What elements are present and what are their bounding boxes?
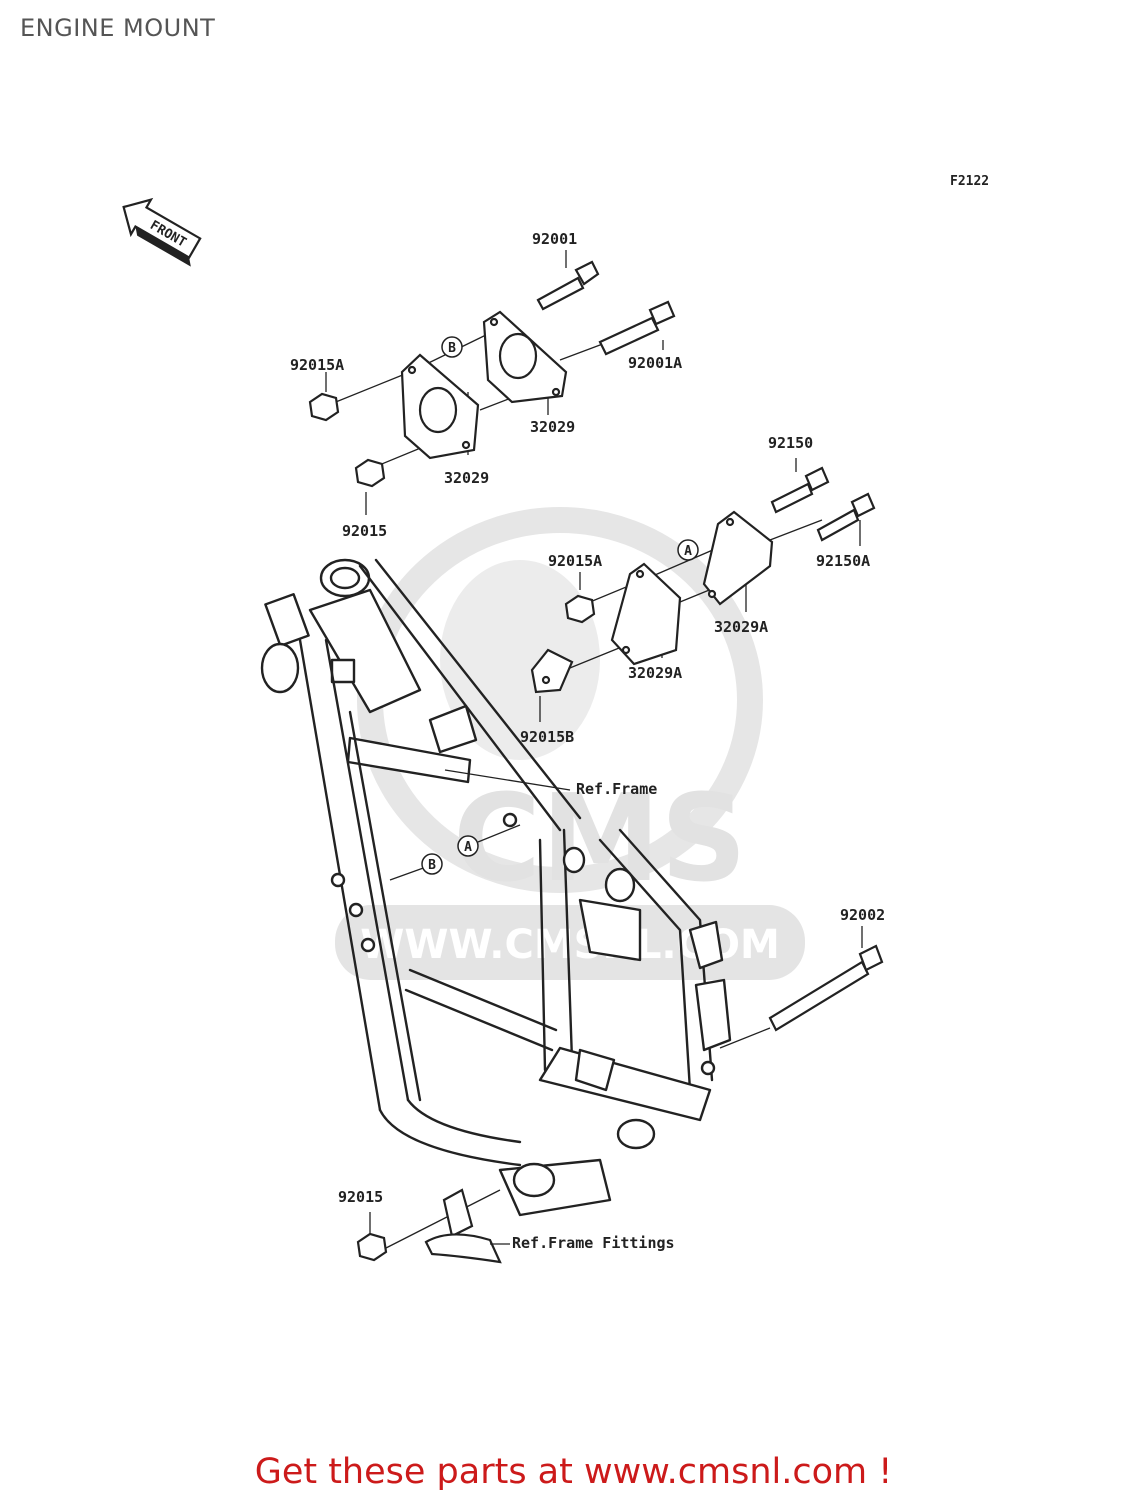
label-92150: 92150 — [768, 434, 813, 452]
label-92001: 92001 — [532, 230, 577, 248]
page-title: ENGINE MOUNT — [20, 14, 216, 42]
plate-32029-left — [400, 353, 480, 460]
call-to-action-link[interactable]: Get these parts at www.cmsnl.com ! — [254, 1452, 893, 1492]
plate-32029-right — [482, 310, 568, 404]
plate-32029A-left — [610, 562, 682, 666]
ref-frame-fittings-label: Ref.Frame Fittings — [512, 1234, 675, 1252]
bolt-92150 — [770, 466, 830, 514]
svg-text:B: B — [448, 341, 456, 356]
label-32029A-a: 32029A — [714, 618, 768, 636]
bolt-92001A — [598, 300, 676, 356]
svg-text:A: A — [464, 840, 472, 855]
ref-frame-label: Ref.Frame — [576, 780, 657, 798]
bolt-92150A — [816, 492, 876, 542]
motorcycle-frame — [260, 558, 732, 1217]
label-32029-a: 32029 — [530, 418, 575, 436]
label-92001A: 92001A — [628, 354, 682, 372]
label-32029A-b: 32029A — [628, 664, 682, 682]
bracket-92015B — [530, 648, 574, 694]
label-92150A: 92150A — [816, 552, 870, 570]
nut-92015A-mid — [564, 594, 596, 624]
nut-92015-bottom — [356, 1232, 388, 1262]
nut-92015A-top — [308, 392, 340, 422]
plate-32029A-right — [702, 510, 774, 606]
marker-b-top: B — [441, 336, 463, 358]
nut-92015-top — [354, 458, 386, 488]
marker-a-frame: A — [457, 835, 479, 857]
label-92002: 92002 — [840, 906, 885, 924]
marker-a-top: A — [677, 539, 699, 561]
figure-code: F2122 — [950, 174, 989, 189]
label-92015A-mid: 92015A — [548, 552, 602, 570]
exploded-parts-diagram: CMS WWW.CMSNL.COM F2122 FRONT — [122, 174, 989, 1264]
label-92015-bottom: 92015 — [338, 1188, 383, 1206]
bolt-92002 — [768, 944, 884, 1032]
label-32029-b: 32029 — [444, 469, 489, 487]
marker-b-frame: B — [421, 853, 443, 875]
svg-text:B: B — [428, 858, 436, 873]
label-92015A-top: 92015A — [290, 356, 344, 374]
label-92015B: 92015B — [520, 728, 574, 746]
bolt-92001 — [536, 260, 600, 311]
bracket-frame-fitting — [424, 1188, 502, 1264]
label-92015-top: 92015 — [342, 522, 387, 540]
svg-text:A: A — [684, 544, 692, 559]
front-arrow-icon: FRONT — [122, 197, 202, 267]
